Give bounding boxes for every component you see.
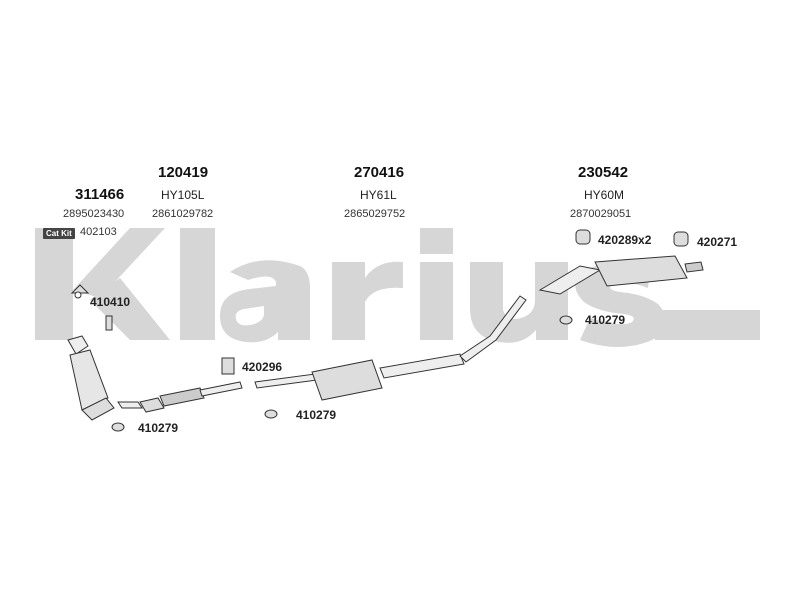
fitting-label-410279: 410279 [296,408,337,422]
rubber-mount-icon [673,231,689,247]
ring-icon [264,409,278,419]
part-code: HY60M [584,188,625,202]
oe-number: 2861029782 [152,208,214,220]
oe-number: 2865029752 [344,208,406,220]
catalytic-converter [67,335,115,421]
part-number-270416: 270416 [354,164,405,181]
centre-silencer [254,295,527,401]
watermark-letters [35,228,760,347]
oe-number: 2895023430 [63,208,125,220]
fitting-label-420271: 420271 [697,235,738,249]
part-number-311466: 311466 [75,186,125,203]
part-number-230542: 230542 [578,164,629,181]
rubber-mount-icon [575,229,591,245]
fitting-label-410410: 410410 [90,295,131,309]
cat-kit-badge: Cat Kit [43,228,75,239]
rubber-mount-icon [221,357,235,375]
exhaust-system-drawing [67,255,704,421]
rear-silencer [538,255,704,295]
oe-number: 2870029051 [570,208,632,220]
part-number-120419: 120419 [158,164,209,181]
fitting-label-420296: 420296 [242,360,283,374]
ring-icon [559,315,573,325]
part-code: HY61L [360,188,397,202]
cat-kit-number: 402103 [80,226,117,238]
fittings-icons [70,229,689,432]
front-pipe [117,381,243,413]
fitting-label-420289: 420289x2 [598,233,652,247]
fitting-label-410279: 410279 [585,313,626,327]
fitting-label-410279: 410279 [138,421,179,435]
ring-icon [111,422,125,432]
part-code: HY105L [161,188,205,202]
bolt-icon [105,315,113,331]
